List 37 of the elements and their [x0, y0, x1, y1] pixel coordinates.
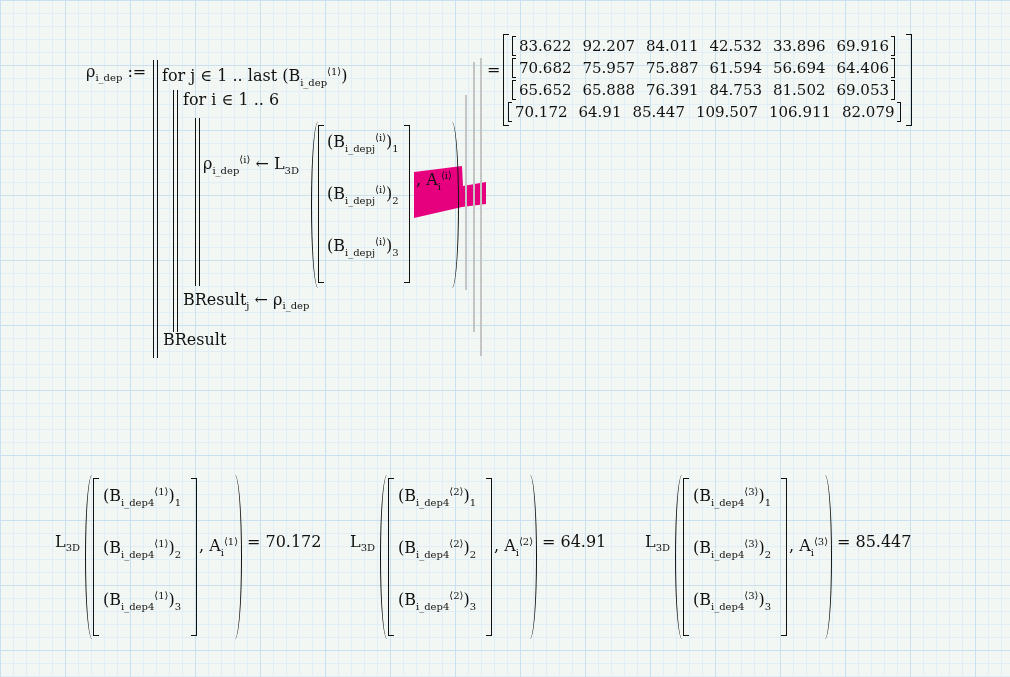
matrix-cell: 83.622	[519, 36, 572, 55]
matrix-cell: 106.911	[769, 102, 831, 121]
matrix-cell: 75.887	[646, 58, 699, 77]
loop-header: for j ∈ 1 .. last (B$_{i_dep}$$^{⟨1⟩}$)	[162, 65, 348, 91]
function-name: L$_{3D}$	[645, 532, 670, 556]
variable-definition: ρ$_{i_dep}$ :=	[86, 62, 147, 86]
matrix-cell: 84.011	[646, 36, 699, 55]
result-value: = 64.91	[542, 532, 607, 552]
matrix-cell: 56.694	[773, 58, 826, 77]
matrix-cell: 61.594	[709, 58, 762, 77]
matrix-cell: 69.053	[836, 80, 889, 99]
matrix-cell: 65.652	[519, 80, 572, 99]
matrix-cell: 92.207	[582, 36, 635, 55]
result-value: = 70.172	[247, 532, 322, 552]
matrix-cell: 33.896	[773, 36, 826, 55]
return-value: BResult	[163, 330, 227, 350]
matrix-cell: 70.172	[515, 102, 568, 121]
matrix-cell: 64.91	[578, 102, 622, 121]
matrix-cell: 81.502	[773, 80, 826, 99]
matrix-cell: 109.507	[695, 102, 758, 121]
equals-sign: =	[487, 60, 501, 80]
function-name: L$_{3D}$	[55, 532, 80, 556]
assignment-expression: ρ$_{i_dep}$$^{⟨i⟩}$ ← L$_{3D}$	[203, 153, 299, 179]
matrix-cell: 69.916	[836, 36, 889, 55]
matrix-cell: 42.532	[709, 36, 762, 55]
matrix-cell: 85.447	[632, 102, 685, 121]
matrix-cell: 76.391	[646, 80, 699, 99]
matrix-cell: 84.753	[709, 80, 762, 99]
matrix-cell: 64.406	[836, 58, 889, 77]
loop-header: for i ∈ 1 .. 6	[183, 90, 280, 110]
assignment-expression: BResult$_{j}$ ← ρ$_{i_dep}$	[183, 290, 310, 314]
matrix-cell: 70.682	[519, 58, 572, 77]
matrix-cell: 65.888	[582, 80, 635, 99]
function-name: L$_{3D}$	[350, 532, 375, 556]
matrix-cell: 82.079	[842, 102, 895, 121]
result-value: = 85.447	[837, 532, 912, 552]
matrix-cell: 75.957	[582, 58, 635, 77]
